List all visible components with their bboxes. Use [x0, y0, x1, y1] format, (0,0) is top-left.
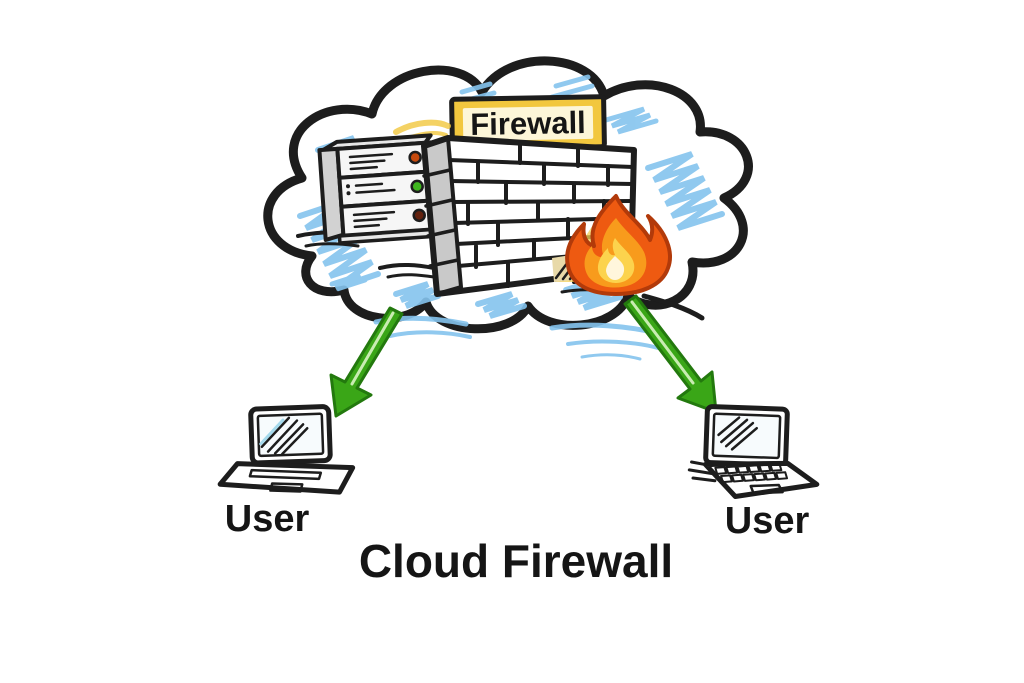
flame-icon: [565, 194, 672, 296]
wall-outline: [421, 135, 637, 297]
laptop-left-trackpad: [269, 482, 304, 493]
diagram-title: Cloud Firewall: [359, 535, 673, 587]
screen-accent-line: [259, 418, 285, 446]
laptop-icon-right: [687, 404, 820, 500]
flame-core: [606, 256, 625, 280]
firewall-sign-icon: Firewall: [449, 94, 607, 152]
laptop-left-slat: [248, 468, 323, 481]
screen-glare-lines: [717, 416, 759, 451]
laptop-icon-left: [217, 404, 356, 495]
arrow-down-left-icon: [329, 306, 404, 418]
arrow-highlights: [350, 300, 695, 386]
screen-glare-lines: [260, 416, 309, 456]
laptop-right-speed-lines: [687, 460, 717, 483]
laptop-right-trackpad: [749, 483, 784, 495]
server-led-bottom: [412, 208, 426, 223]
sign-panel: [462, 105, 594, 142]
server-rack-icon: [317, 133, 440, 245]
firewall-sign-label: Firewall: [470, 105, 586, 142]
wall-brick-rows: [447, 158, 635, 268]
laptop-right-keyboard: [714, 463, 789, 484]
server-led-middle: [410, 179, 424, 194]
user-label-left: User: [225, 498, 310, 540]
user-label-right: User: [725, 500, 810, 542]
server-led-top: [408, 150, 422, 165]
